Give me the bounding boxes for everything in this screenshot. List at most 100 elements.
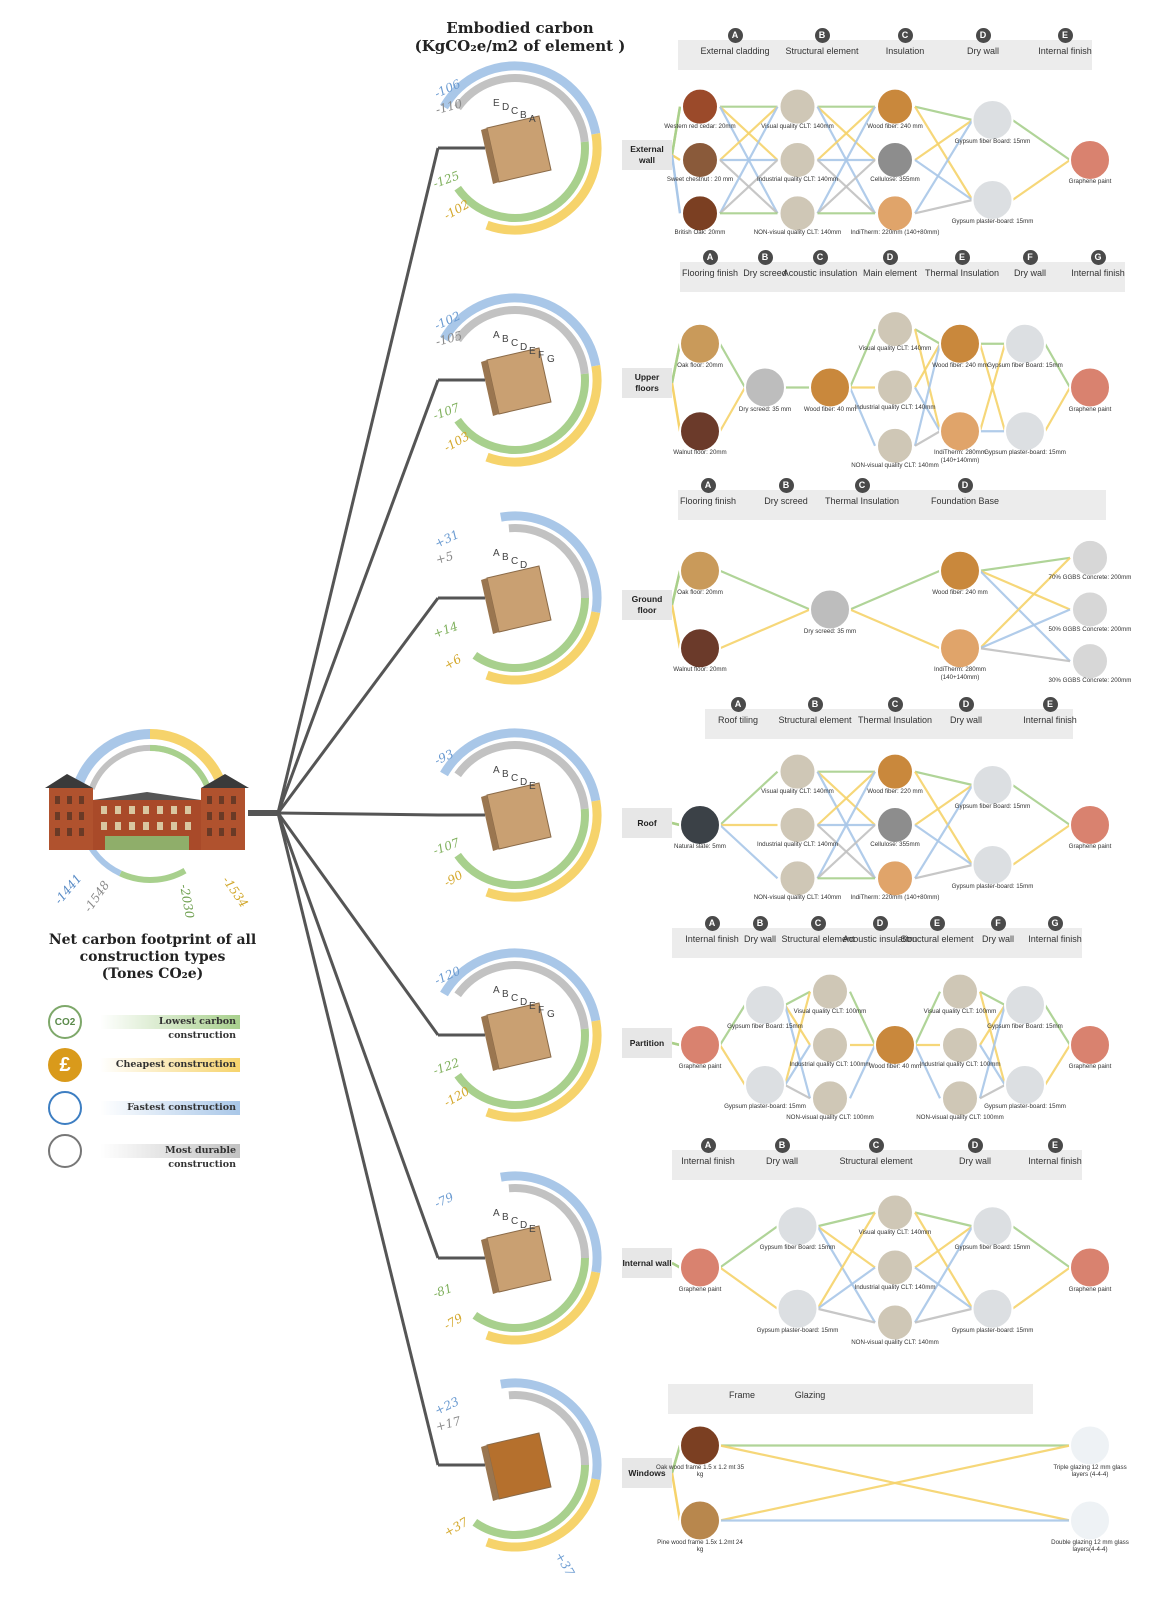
path-line bbox=[848, 328, 877, 388]
layer-letter-badge: F bbox=[990, 916, 1006, 931]
header-label: Dry wall bbox=[958, 1156, 991, 1166]
material-label: Gypsum fiber Board: 15mm bbox=[759, 1244, 836, 1252]
header-band bbox=[680, 262, 1125, 292]
branch-line bbox=[276, 597, 440, 814]
material-label: NON-visual quality CLT: 140mm bbox=[851, 461, 939, 469]
header-label: Dry wall bbox=[949, 715, 982, 725]
layer-letter: A bbox=[493, 985, 500, 996]
path-line bbox=[978, 1004, 1007, 1099]
element-tag: Upper floors bbox=[622, 368, 672, 398]
net-value-green: -2030 bbox=[177, 883, 197, 920]
material-swatch bbox=[876, 310, 914, 349]
material-swatch bbox=[971, 1205, 1014, 1248]
material-swatch bbox=[681, 141, 719, 179]
layer-letter: C bbox=[511, 993, 518, 1004]
legend-label: Lowest carbon construction bbox=[100, 1015, 240, 1041]
ring-yellow bbox=[485, 133, 602, 235]
branch-line bbox=[276, 812, 440, 1466]
path-line bbox=[670, 1472, 682, 1521]
material-swatch bbox=[811, 1079, 849, 1118]
path-line bbox=[816, 106, 876, 214]
ring-yellow bbox=[485, 1020, 602, 1122]
material-label: NON-visual quality CLT: 140mm bbox=[851, 1338, 939, 1346]
material-swatch bbox=[681, 194, 719, 233]
material-swatch bbox=[874, 1024, 916, 1066]
material-label: Oak floor: 20mm bbox=[677, 361, 723, 369]
ring-yellow bbox=[485, 800, 602, 902]
path-line bbox=[849, 569, 941, 611]
path-line bbox=[784, 1044, 811, 1086]
material-label: Gypsum plaster-board: 15mm bbox=[951, 883, 1034, 890]
material-label: Cellulose: 355mm bbox=[870, 176, 920, 183]
header-label: Internal finish bbox=[1028, 934, 1082, 944]
header-label: Internal finish bbox=[1028, 1156, 1082, 1166]
material-swatch bbox=[876, 368, 914, 407]
layer-letter-badge: G bbox=[1047, 916, 1063, 931]
layer-letter-badge: C bbox=[810, 916, 826, 931]
layer-letter: B bbox=[520, 110, 527, 121]
path-line bbox=[914, 105, 973, 122]
co2-cloud-icon: CO2 bbox=[48, 1005, 82, 1039]
material-label: Oak floor: 20mm bbox=[677, 588, 723, 596]
material-swatch bbox=[681, 87, 719, 126]
ring-yellow bbox=[485, 1271, 601, 1345]
ring-gray bbox=[508, 524, 589, 599]
layer-letter: F bbox=[538, 350, 544, 361]
material-swatch bbox=[876, 194, 914, 233]
layer-letter: D bbox=[520, 1220, 527, 1231]
material-swatch bbox=[1069, 139, 1111, 181]
material-label: Wood fiber: 220 mm bbox=[867, 787, 923, 795]
footprint-units: (Tones CO₂e) bbox=[101, 966, 204, 982]
material-swatch bbox=[939, 549, 981, 592]
material-label: Oak wood frame 1.5 x 1.2 mt 35 kg bbox=[655, 1463, 745, 1478]
path-line bbox=[849, 608, 941, 650]
layer-letter: C bbox=[511, 338, 518, 349]
path-line bbox=[719, 608, 811, 650]
material-label: Gypsum plaster-board: 15mm bbox=[724, 1103, 806, 1110]
path-line bbox=[1044, 1044, 1071, 1086]
layer-letter: C bbox=[511, 1216, 518, 1227]
header-label: Foundation Base bbox=[930, 496, 1000, 506]
material-swatch bbox=[876, 141, 914, 179]
path-line bbox=[784, 990, 811, 1006]
layer-letter: G bbox=[547, 1009, 555, 1020]
material-label: Industrial quality CLT: 140mm bbox=[854, 403, 936, 411]
material-label: Gypsum fiber Board: 15mm bbox=[954, 138, 1031, 145]
path-line bbox=[1011, 824, 1071, 866]
material-swatch bbox=[876, 806, 914, 844]
path-line bbox=[914, 386, 941, 432]
path-line bbox=[914, 991, 941, 1046]
material-label: Gypsum plaster-board: 15mm bbox=[984, 449, 1066, 457]
material-swatch bbox=[778, 87, 817, 126]
layer-letter: A bbox=[493, 330, 500, 341]
layer-letter-badge: A bbox=[727, 28, 743, 43]
path-line bbox=[914, 119, 974, 161]
layer-letter: E bbox=[529, 1001, 536, 1012]
path-line bbox=[979, 569, 1071, 611]
path-line bbox=[816, 1225, 876, 1324]
path-line bbox=[914, 770, 973, 787]
material-label: Graphene paint bbox=[1068, 1285, 1112, 1293]
material-label: Gypsum plaster-board: 15mm bbox=[951, 218, 1034, 225]
material-swatch bbox=[776, 1287, 819, 1330]
material-swatch bbox=[811, 972, 849, 1011]
material-swatch bbox=[939, 410, 981, 453]
layer-letter: D bbox=[520, 777, 527, 788]
material-swatch bbox=[744, 1064, 786, 1106]
path-line bbox=[670, 1445, 682, 1474]
material-label: Visual quality CLT: 140mm bbox=[761, 122, 834, 130]
layer-letter: B bbox=[502, 334, 509, 345]
layer-letter-badge: G bbox=[1090, 250, 1106, 265]
material-swatch bbox=[1069, 1424, 1111, 1467]
